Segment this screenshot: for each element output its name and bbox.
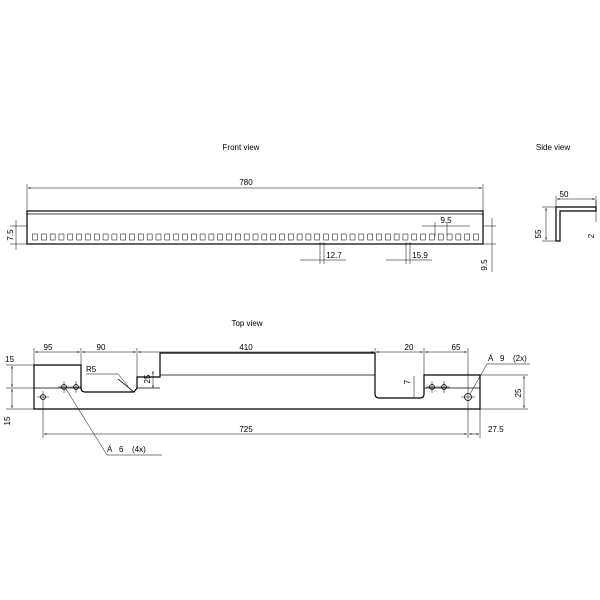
- side-view: Side view 50 55 2: [534, 143, 597, 242]
- dim-25-right-label: 25: [514, 388, 523, 397]
- hole-6-right-2: [438, 381, 450, 393]
- dim-50-label: 50: [560, 190, 569, 199]
- top-rail-outline: [33, 352, 481, 410]
- slot: [49, 233, 56, 241]
- dim-15-9-label: 15.9: [412, 251, 428, 260]
- slot: [182, 233, 188, 241]
- hole-6-symbol: Á: [107, 445, 113, 454]
- side-view-title: Side view: [536, 143, 570, 152]
- slot: [226, 233, 232, 241]
- hole-6-left-1: [37, 391, 49, 403]
- slot: [208, 233, 215, 241]
- r5-chamfer: [117, 378, 135, 393]
- hole-9-leader: [469, 363, 488, 395]
- dim-15-top-label: 15: [5, 355, 14, 364]
- dim-15-bottom-label: 15: [3, 416, 12, 425]
- dim-7-label: 7: [403, 379, 412, 384]
- slot: [129, 233, 135, 241]
- dim-7-5-label: 7.5: [6, 229, 15, 241]
- dim-27-5-label: 27.5: [488, 425, 504, 434]
- slot: [349, 233, 356, 241]
- slot: [314, 233, 320, 241]
- slot: [164, 233, 171, 241]
- front-view-title: Front view: [223, 143, 260, 152]
- dim-25-mid-label: 25: [143, 374, 152, 383]
- hole-9-qty: (2x): [513, 354, 527, 363]
- slot: [243, 233, 250, 241]
- hole-6-left-2: [58, 381, 70, 393]
- hole-9-size: 9: [500, 354, 505, 363]
- dim-55-label: 55: [534, 229, 543, 238]
- slot: [252, 233, 259, 241]
- hole-9-right: [461, 390, 475, 404]
- dim-95-label: 95: [44, 343, 53, 352]
- slot: [199, 233, 206, 241]
- slot: [85, 233, 91, 241]
- dim-410-label: 410: [239, 343, 253, 352]
- slot: [288, 233, 294, 241]
- slot: [358, 233, 365, 241]
- top-view-title: Top view: [231, 319, 262, 328]
- hole-6-leader: [65, 388, 108, 456]
- slot: [67, 233, 74, 241]
- slot: [270, 233, 276, 241]
- dim-r5-label: R5: [86, 365, 97, 374]
- slot: [437, 233, 444, 241]
- slot: [455, 233, 462, 241]
- slot-row: [32, 233, 479, 241]
- slot: [102, 233, 109, 241]
- dim-9-5-br-label: 9.5: [480, 259, 489, 271]
- slot: [120, 233, 126, 241]
- slot: [323, 233, 329, 241]
- hole-6-right-1: [426, 381, 438, 393]
- slot: [138, 233, 144, 241]
- slot: [41, 233, 47, 241]
- slot: [376, 233, 382, 241]
- slot: [385, 233, 391, 241]
- slot: [32, 233, 38, 241]
- r5-leader-diag: [117, 373, 129, 387]
- dim-725-label: 725: [239, 425, 253, 434]
- hole-6-left-3: [70, 381, 82, 393]
- dim-9-5-label: 9.5: [440, 216, 452, 225]
- slot: [446, 233, 453, 241]
- dim-12-7-label: 12.7: [326, 251, 342, 260]
- slot: [155, 233, 162, 241]
- front-rail-body: [26, 210, 484, 245]
- dim-2-label: 2: [587, 233, 596, 238]
- slot: [76, 233, 82, 241]
- slot: [340, 233, 347, 241]
- slot: [429, 233, 435, 241]
- top-view: Top view: [3, 319, 530, 456]
- dim-90-label: 90: [97, 343, 106, 352]
- slot: [58, 233, 65, 241]
- slot: [305, 233, 312, 241]
- hole-6-size: 6: [119, 445, 124, 454]
- slot: [191, 233, 197, 241]
- dim-20-label: 20: [405, 343, 414, 352]
- slot: [93, 233, 100, 241]
- slot: [111, 233, 118, 241]
- slot: [235, 233, 241, 241]
- hole-6-qty: (4x): [132, 445, 146, 454]
- slot: [146, 233, 153, 241]
- slot: [464, 233, 470, 241]
- slot: [332, 233, 338, 241]
- front-view: Front view 780 7.5 9.5 12.7 15.9: [6, 143, 496, 272]
- slot: [411, 233, 418, 241]
- slot: [393, 233, 400, 241]
- slot: [402, 233, 409, 241]
- slot: [173, 233, 179, 241]
- slot: [279, 233, 285, 241]
- dim-780-label: 780: [239, 178, 253, 187]
- slot: [420, 233, 426, 241]
- slot: [261, 233, 268, 241]
- hole-9-symbol: Á: [488, 354, 494, 363]
- slot: [367, 233, 373, 241]
- slot: [217, 233, 223, 241]
- dim-65-label: 65: [452, 343, 461, 352]
- slot: [473, 233, 479, 241]
- slot: [296, 233, 303, 241]
